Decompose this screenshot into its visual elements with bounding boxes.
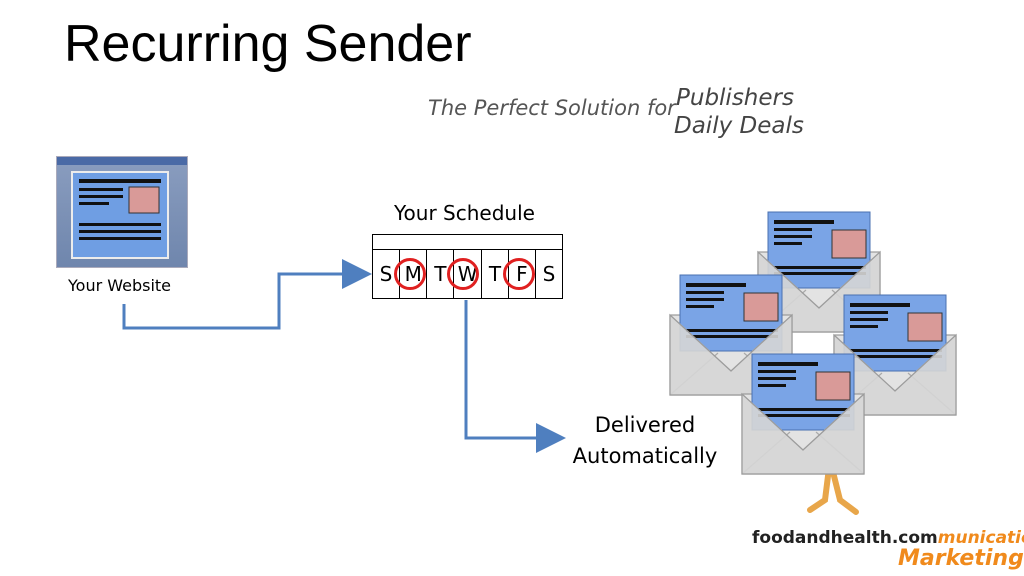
day-saturday: S — [534, 249, 564, 299]
wednesday-circle — [447, 258, 479, 290]
delivered-line1: Delivered — [594, 413, 696, 437]
website-titlebar — [57, 157, 187, 165]
website-page — [71, 171, 169, 259]
envelope-group — [669, 211, 957, 515]
stand-figure-icon — [807, 452, 859, 515]
envelope-front-icon — [741, 353, 865, 475]
company-logo: foodandhealth.communications® Marketing — [752, 526, 1024, 576]
subtitle-option-daily-deals: Daily Deals — [674, 113, 804, 139]
website-thumbnail — [56, 156, 188, 268]
logo-marketing: Marketing — [898, 546, 1024, 571]
website-content-icon — [73, 173, 167, 257]
logo-part2: munications — [937, 528, 1024, 548]
schedule-to-delivery-arrow — [464, 300, 566, 453]
slide-title: Recurring Sender — [64, 15, 472, 73]
logo-wordmark: foodandhealth.communications® — [752, 528, 1024, 548]
schedule-title: Your Schedule — [394, 201, 535, 225]
friday-circle — [503, 258, 535, 290]
delivered-label: Delivered Automatically — [560, 410, 730, 472]
subtitle-option-publishers: Publishers — [676, 85, 794, 111]
website-label: Your Website — [68, 276, 172, 295]
logo-part1: foodandhealth.com — [752, 528, 938, 548]
monday-circle — [394, 258, 426, 290]
website-to-schedule-arrow — [122, 259, 372, 330]
delivered-line2: Automatically — [572, 444, 718, 468]
subtitle-prefix: The Perfect Solution for — [428, 96, 676, 120]
